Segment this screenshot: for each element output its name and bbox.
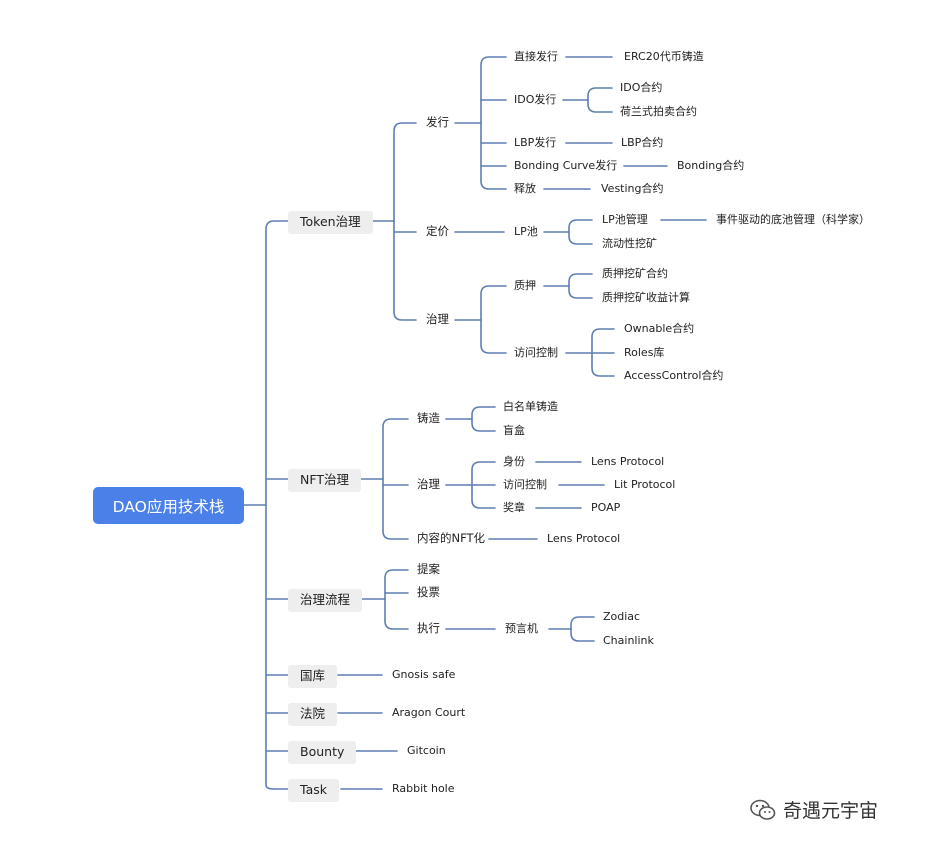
pricing-node: 定价 bbox=[426, 224, 449, 238]
nft-governance-node: NFT治理 bbox=[288, 469, 361, 492]
identity-node: 身份 bbox=[503, 455, 525, 468]
rabbit-hole-node: Rabbit hole bbox=[392, 782, 455, 795]
blind-box-node: 盲盒 bbox=[503, 424, 525, 437]
watermark-text: 奇遇元宇宙 bbox=[783, 800, 879, 822]
root-node: DAO应用技术栈 bbox=[93, 487, 244, 524]
erc20-mint-node: ERC20代币铸造 bbox=[624, 50, 704, 63]
vesting-contract-node: Vesting合约 bbox=[601, 182, 664, 195]
stake-yield-node: 质押挖矿收益计算 bbox=[602, 291, 690, 304]
bonding-issue-node: Bonding Curve发行 bbox=[514, 159, 618, 172]
liquidity-mining-node: 流动性挖矿 bbox=[602, 237, 657, 250]
bounty-node: Bounty bbox=[288, 741, 357, 764]
ido-issue-node: IDO发行 bbox=[514, 93, 557, 106]
stake-node: 质押 bbox=[514, 279, 536, 292]
gnosis-safe-node: Gnosis safe bbox=[392, 668, 456, 681]
wechat-icon bbox=[750, 799, 776, 820]
vote-node: 投票 bbox=[417, 585, 440, 599]
proposal-node: 提案 bbox=[417, 562, 440, 576]
poap-node: POAP bbox=[591, 501, 621, 514]
gitcoin-node: Gitcoin bbox=[407, 744, 446, 757]
treasury-node: 国库 bbox=[288, 665, 338, 688]
content-nft-node: 内容的NFT化 bbox=[417, 531, 486, 545]
lp-mgmt-node: LP池管理 bbox=[602, 213, 648, 226]
access-control-node: 访问控制 bbox=[514, 346, 558, 359]
zodiac-node: Zodiac bbox=[603, 610, 641, 623]
dutch-auction-node: 荷兰式拍卖合约 bbox=[620, 105, 697, 118]
roles-node: Roles库 bbox=[624, 346, 665, 359]
whitelist-mint-node: 白名单铸造 bbox=[503, 400, 558, 413]
watermark: 奇遇元宇宙 bbox=[749, 796, 878, 823]
ido-contract-node: IDO合约 bbox=[620, 81, 663, 94]
court-node: 法院 bbox=[288, 703, 338, 726]
lens-protocol-content-node: Lens Protocol bbox=[547, 532, 621, 545]
release-node: 释放 bbox=[514, 182, 536, 195]
badge-node: 奖章 bbox=[503, 501, 525, 514]
governance-process-node: 治理流程 bbox=[288, 589, 363, 612]
execute-node: 执行 bbox=[417, 621, 440, 635]
direct-issue-node: 直接发行 bbox=[514, 50, 558, 63]
oracle-node: 预言机 bbox=[505, 622, 538, 635]
lens-protocol-identity-node: Lens Protocol bbox=[591, 455, 665, 468]
event-pool-mgmt-node: 事件驱动的底池管理（科学家） bbox=[716, 213, 870, 226]
token-gov-node: 治理 bbox=[426, 312, 449, 326]
aragon-court-node: Aragon Court bbox=[392, 706, 466, 719]
issue-node: 发行 bbox=[426, 115, 449, 129]
nft-gov-node: 治理 bbox=[417, 477, 440, 491]
ownable-node: Ownable合约 bbox=[624, 322, 695, 335]
stake-contract-node: 质押挖矿合约 bbox=[602, 267, 668, 280]
accesscontrol-node: AccessControl合约 bbox=[624, 369, 724, 382]
token-governance-node: Token治理 bbox=[288, 211, 373, 234]
task-node: Task bbox=[288, 779, 339, 802]
lp-pool-node: LP池 bbox=[514, 225, 538, 238]
lbp-contract-node: LBP合约 bbox=[621, 136, 664, 149]
lbp-issue-node: LBP发行 bbox=[514, 136, 557, 149]
nft-mint-node: 铸造 bbox=[417, 411, 440, 425]
nft-access-node: 访问控制 bbox=[503, 478, 547, 491]
bonding-contract-node: Bonding合约 bbox=[677, 159, 745, 172]
chainlink-node: Chainlink bbox=[603, 634, 654, 647]
lit-protocol-node: Lit Protocol bbox=[614, 478, 676, 491]
